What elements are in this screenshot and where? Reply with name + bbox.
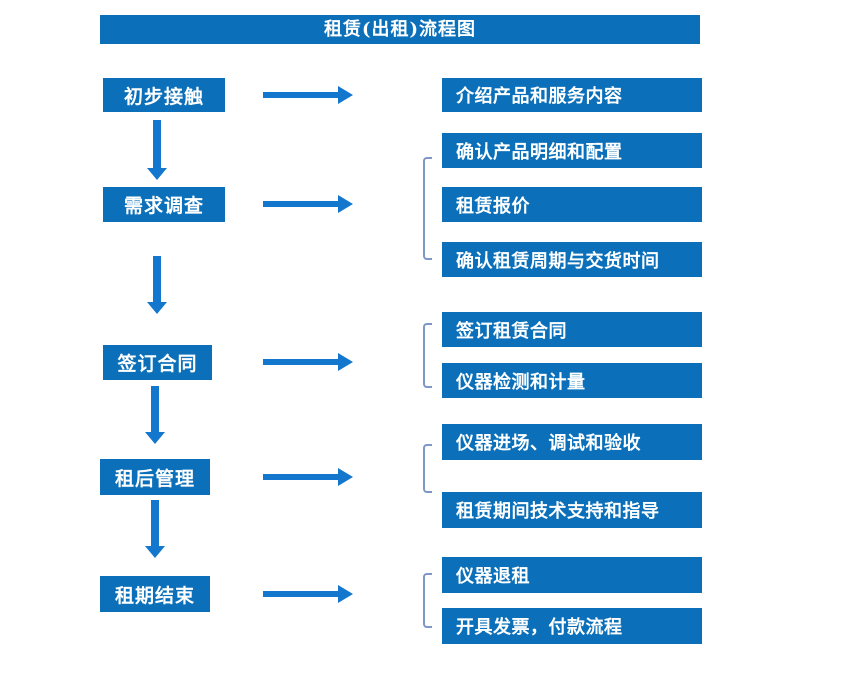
detail-box-confirm-period-delivery: 确认租赁周期与交货时间: [442, 242, 702, 277]
step-box-sign-contract: 签订合同: [103, 345, 212, 380]
down-arrow-icon: [147, 120, 167, 180]
right-arrow-icon: [263, 585, 353, 603]
arrow-head: [338, 86, 353, 104]
detail-box-instrument-testing: 仪器检测和计量: [442, 363, 702, 398]
detail-box-rental-quote: 租赁报价: [442, 187, 702, 222]
arrow-head: [338, 353, 353, 371]
detail-box-sign-rental-contract: 签订租赁合同: [442, 312, 702, 347]
flowchart-title-bar: 租赁(出租)流程图: [100, 15, 700, 44]
arrow-shaft: [263, 474, 339, 480]
detail-box-tech-support: 租赁期间技术支持和指导: [442, 492, 702, 528]
step-box-demand-survey: 需求调查: [103, 187, 225, 222]
bracket-rental-end: [423, 573, 432, 628]
arrow-shaft: [151, 500, 159, 547]
arrow-head: [145, 432, 165, 444]
arrow-head: [338, 468, 353, 486]
down-arrow-icon: [145, 386, 165, 444]
bracket-post-rental: [423, 444, 432, 493]
right-arrow-icon: [263, 468, 353, 486]
down-arrow-icon: [147, 256, 167, 314]
arrow-shaft: [151, 386, 159, 433]
arrow-shaft: [153, 256, 161, 303]
detail-box-instrument-return: 仪器退租: [442, 557, 702, 593]
right-arrow-icon: [263, 353, 353, 371]
right-arrow-icon: [263, 86, 353, 104]
right-arrow-icon: [263, 195, 353, 213]
step-box-post-rental-management: 租后管理: [100, 459, 210, 495]
arrow-head: [145, 546, 165, 558]
step-box-rental-end: 租期结束: [100, 576, 210, 612]
down-arrow-icon: [145, 500, 165, 558]
bracket-demand-survey: [423, 157, 432, 260]
arrow-head: [338, 585, 353, 603]
arrow-head: [147, 302, 167, 314]
detail-box-intro-products: 介绍产品和服务内容: [442, 78, 702, 112]
arrow-shaft: [153, 120, 161, 169]
arrow-shaft: [263, 201, 339, 207]
detail-box-invoice-payment: 开具发票，付款流程: [442, 608, 702, 644]
detail-box-instrument-setup-acceptance: 仪器进场、调试和验收: [442, 424, 702, 460]
bracket-sign-contract: [423, 323, 432, 388]
arrow-shaft: [263, 359, 339, 365]
arrow-head: [147, 168, 167, 180]
arrow-shaft: [263, 92, 339, 98]
step-box-initial-contact: 初步接触: [103, 78, 225, 112]
arrow-head: [338, 195, 353, 213]
arrow-shaft: [263, 591, 339, 597]
detail-box-confirm-product-config: 确认产品明细和配置: [442, 133, 702, 168]
